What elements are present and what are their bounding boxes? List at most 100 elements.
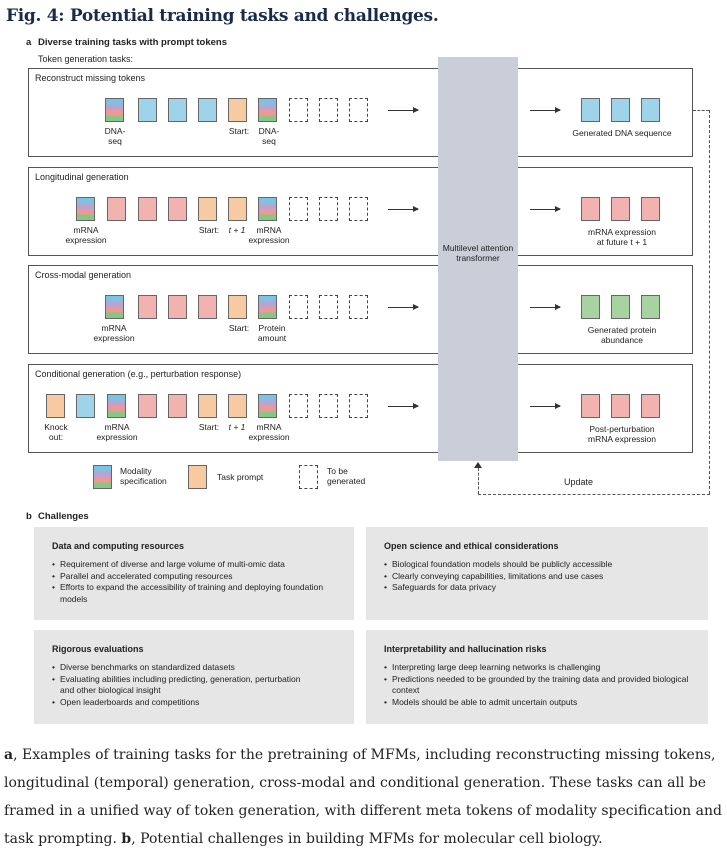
token-label: Start: xyxy=(198,225,220,235)
output-label: Generated DNA sequence xyxy=(572,128,672,138)
modality-token xyxy=(105,98,124,122)
output-label: Generated protein abundance xyxy=(587,325,657,345)
mrna-token xyxy=(107,197,126,221)
challenge-list: Requirement of diverse and large volume … xyxy=(52,559,342,605)
token-label: t + 1 xyxy=(228,225,246,235)
challenge-item: Open leaderboards and competitions xyxy=(52,697,302,709)
token-label: t + 1 xyxy=(228,422,246,432)
to-generate-token xyxy=(289,394,308,418)
mrna-token xyxy=(198,295,217,319)
mrna-token xyxy=(138,197,157,221)
modality-token xyxy=(258,394,277,418)
caption-a-text: , Examples of training tasks for the pre… xyxy=(4,747,722,847)
token-label: Start: xyxy=(198,422,220,432)
to-generate-token xyxy=(319,197,338,221)
figure-title: Fig. 4: Potential training tasks and cha… xyxy=(6,6,439,26)
output-arrow xyxy=(530,304,561,310)
modality-token xyxy=(76,197,95,221)
output-arrow xyxy=(530,403,561,409)
mrna-token xyxy=(641,394,660,418)
legend-modality-swatch xyxy=(93,465,112,489)
task-prompt-token xyxy=(46,394,65,418)
challenge-item: Evaluating abilities including predictin… xyxy=(52,674,302,697)
update-loop-top xyxy=(693,110,709,111)
challenge-item: Efforts to expand the accessibility of t… xyxy=(52,582,342,605)
task-prompt-token xyxy=(198,197,217,221)
challenge-item: Safeguards for data privacy xyxy=(384,582,694,594)
to-generate-token xyxy=(289,197,308,221)
task-prompt-token xyxy=(228,394,247,418)
to-generate-token xyxy=(349,394,368,418)
mrna-token xyxy=(611,394,630,418)
modality-token xyxy=(258,98,277,122)
token-label: mRNA expression xyxy=(65,225,107,245)
to-generate-token xyxy=(349,98,368,122)
panel-b-title: Challenges xyxy=(38,511,89,522)
legend-label: To be generated xyxy=(327,466,366,486)
challenge-card: Open science and ethical considerations … xyxy=(366,527,708,620)
dna-token xyxy=(138,98,157,122)
token-label: Start: xyxy=(228,126,250,136)
legend-prompt-swatch xyxy=(188,465,207,489)
update-loop-right xyxy=(709,110,710,494)
caption-a-letter: a xyxy=(4,747,14,763)
modality-token xyxy=(105,295,124,319)
dna-token xyxy=(611,98,630,122)
mrna-token xyxy=(168,295,187,319)
challenge-card: Data and computing resources Requirement… xyxy=(34,527,354,620)
to-generate-token xyxy=(319,98,338,122)
challenge-title: Interpretability and hallucination risks xyxy=(384,644,547,654)
panel-b-letter: b xyxy=(26,511,32,522)
transformer-block: Multilevel attention transformer xyxy=(438,57,518,461)
input-arrow xyxy=(388,206,419,212)
challenge-item: Clearly conveying capabilities, limitati… xyxy=(384,571,694,583)
transformer-label: Multilevel attention transformer xyxy=(442,243,514,263)
panel-a-title: Diverse training tasks with prompt token… xyxy=(38,37,227,48)
dna-token xyxy=(198,98,217,122)
to-generate-token xyxy=(289,98,308,122)
challenge-list: Interpreting large deep learning network… xyxy=(384,662,704,708)
legend-label: Task prompt xyxy=(217,472,264,482)
to-generate-token xyxy=(319,394,338,418)
challenge-item: Parallel and accelerated computing resou… xyxy=(52,571,342,583)
mrna-token xyxy=(581,394,600,418)
challenge-item: Predictions needed to be grounded by the… xyxy=(384,674,704,697)
task-title: Cross-modal generation xyxy=(35,270,132,280)
mrna-token xyxy=(641,197,660,221)
output-label: Post-perturbation mRNA expression xyxy=(587,424,657,444)
modality-token xyxy=(258,295,277,319)
dna-token xyxy=(76,394,95,418)
output-arrow xyxy=(530,206,561,212)
update-label: Update xyxy=(564,477,594,487)
update-loop-bottom xyxy=(478,494,710,495)
to-generate-token xyxy=(349,197,368,221)
to-generate-token xyxy=(349,295,368,319)
token-label: Protein amount xyxy=(257,323,287,343)
input-arrow xyxy=(388,107,419,113)
mrna-token xyxy=(138,295,157,319)
token-label: mRNA expression xyxy=(248,422,290,442)
task-prompt-token xyxy=(228,197,247,221)
task-title: Conditional generation (e.g., perturbati… xyxy=(35,369,242,379)
protein-token xyxy=(641,295,660,319)
mrna-token xyxy=(611,197,630,221)
token-label: mRNA expression xyxy=(96,422,138,442)
caption-b-text: , Potential challenges in building MFMs … xyxy=(131,831,603,847)
modality-token xyxy=(258,197,277,221)
task-prompt-token xyxy=(228,98,247,122)
challenge-list: Biological foundation models should be p… xyxy=(384,559,694,594)
challenge-title: Rigorous evaluations xyxy=(52,644,144,654)
update-arrowhead xyxy=(474,462,482,468)
dna-token xyxy=(168,98,187,122)
challenge-item: Interpreting large deep learning network… xyxy=(384,662,704,674)
challenge-item: Diverse benchmarks on standardized datas… xyxy=(52,662,302,674)
input-arrow xyxy=(388,304,419,310)
panel-a-subtitle: Token generation tasks: xyxy=(38,54,134,64)
task-prompt-token xyxy=(198,394,217,418)
mrna-token xyxy=(168,394,187,418)
task-title: Reconstruct missing tokens xyxy=(35,73,146,83)
challenge-list: Diverse benchmarks on standardized datas… xyxy=(52,662,302,708)
input-arrow xyxy=(388,403,419,409)
caption-b-letter: b xyxy=(121,831,132,847)
challenge-item: Biological foundation models should be p… xyxy=(384,559,694,571)
